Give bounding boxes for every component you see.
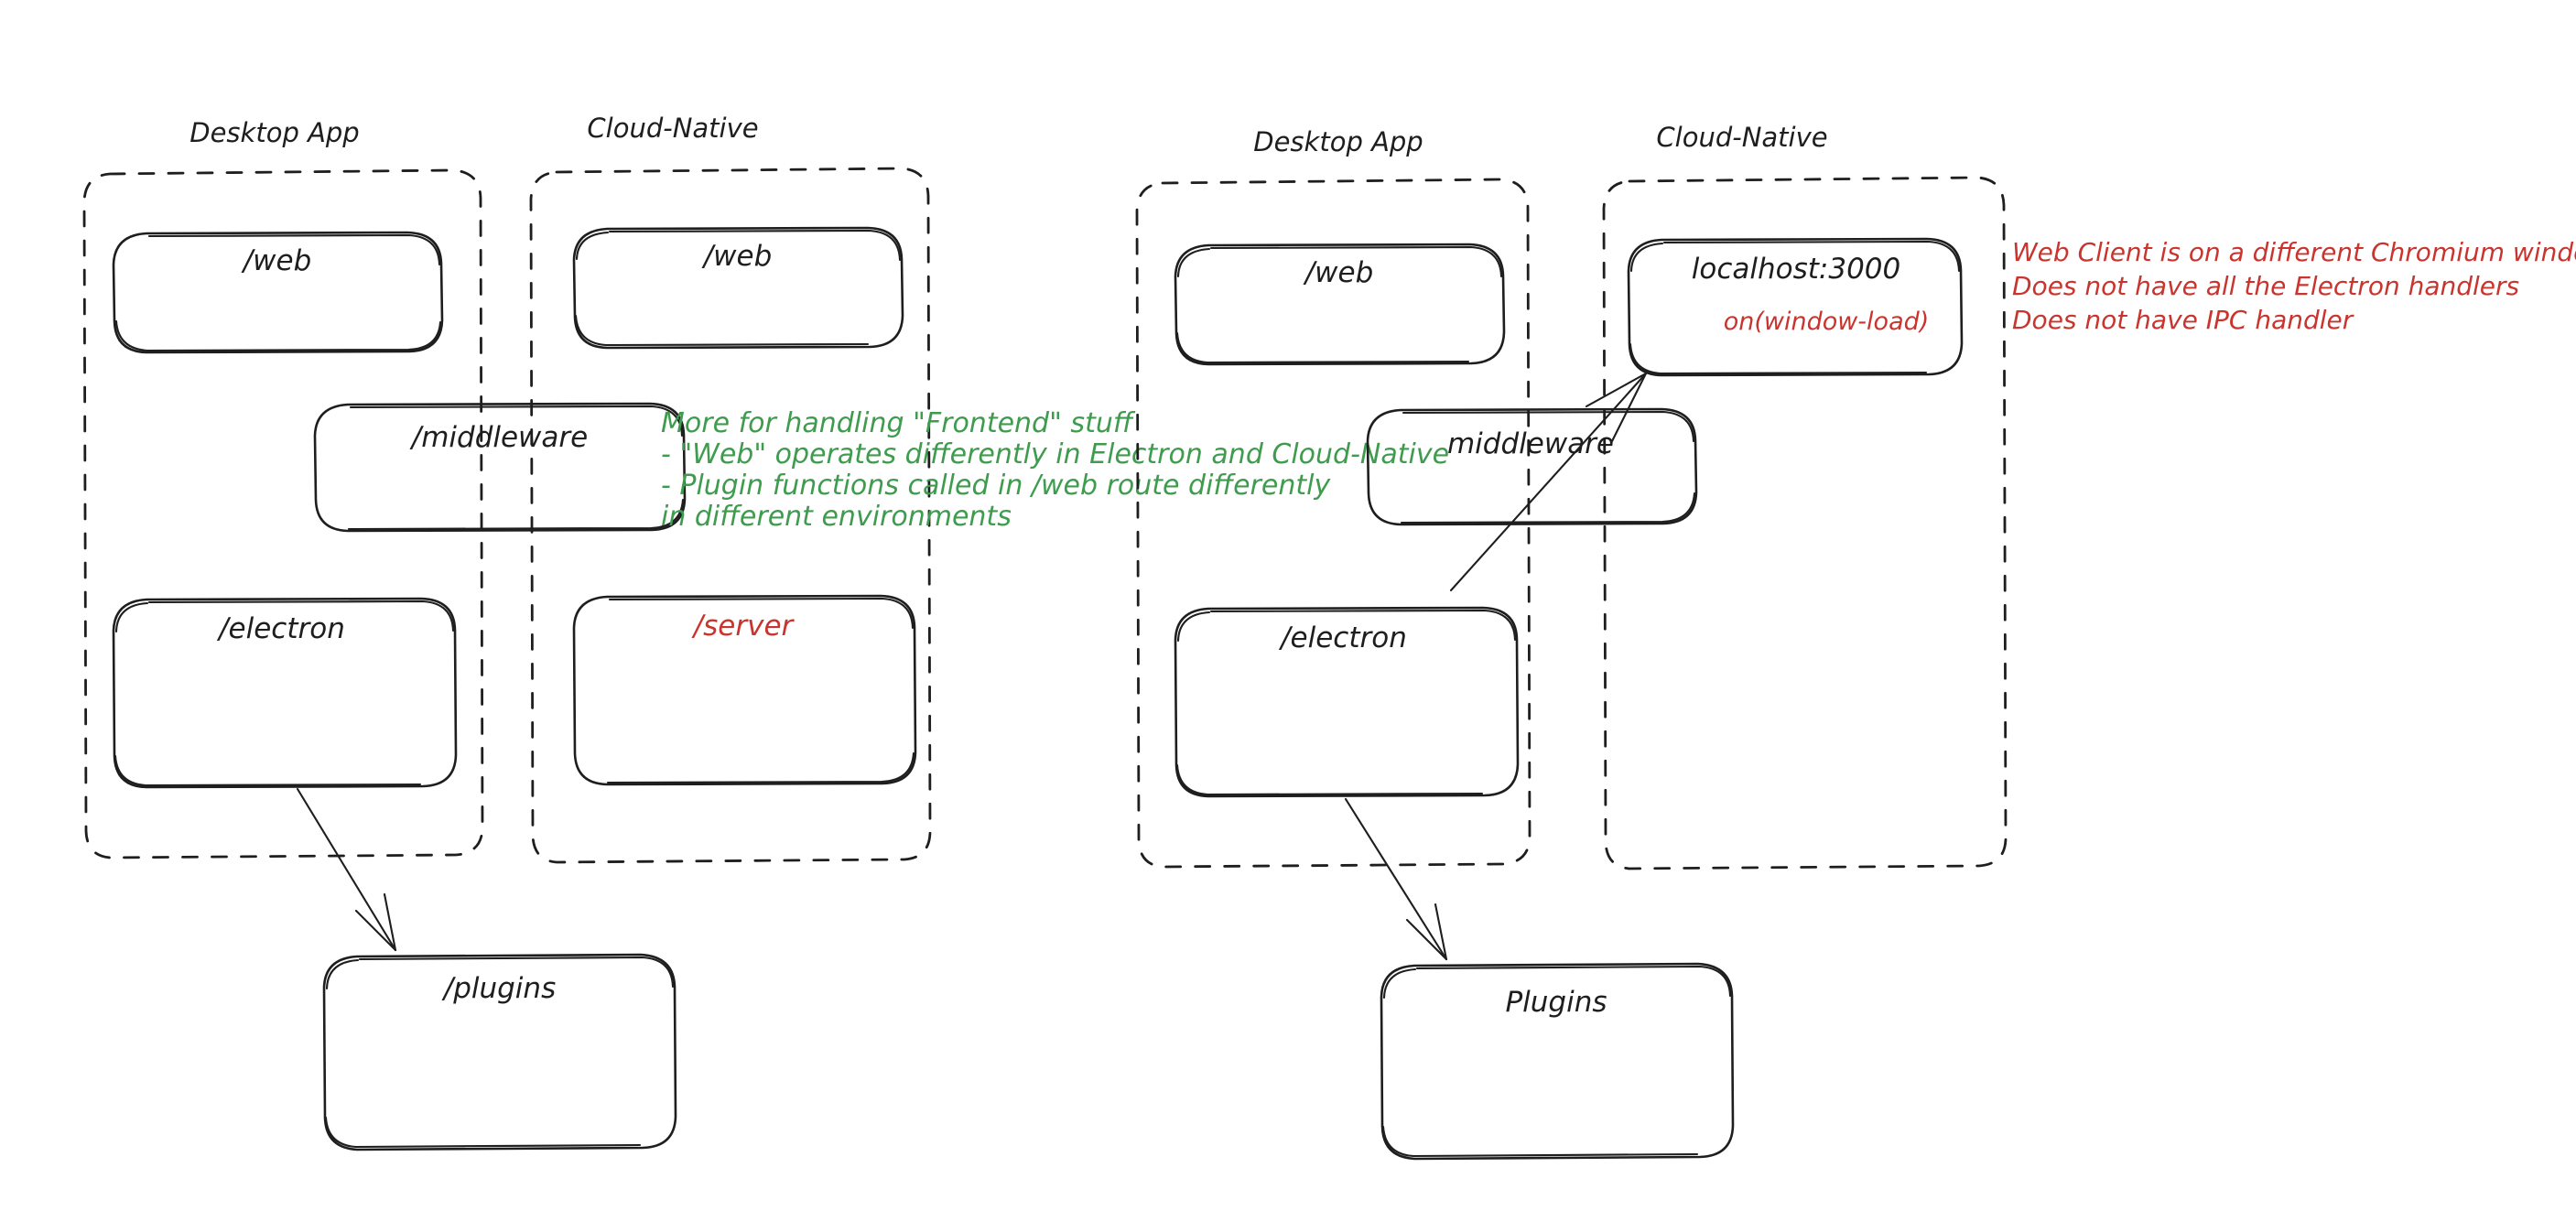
green-note-line-2: - "Web" operates differently in Electron…: [661, 438, 1449, 470]
node-left-cloud-web[interactable]: /web: [572, 226, 904, 350]
node-label-right-middleware: middleware: [1447, 427, 1614, 460]
right-group-frame-desktop-app: [1135, 178, 1532, 869]
node-label-left-plugins: /plugins: [441, 972, 556, 1005]
edge-right-electron-to-localhost: [1449, 372, 1648, 592]
red-note-line-3: Does not have IPC handler: [2012, 305, 2354, 335]
green-note-line-1: More for handling "Frontend" stuff: [661, 407, 1136, 439]
node-left-server[interactable]: /server: [572, 594, 917, 786]
edge-left-electron-to-plugins: [296, 787, 397, 952]
edge-right-electron-to-plugins: [1344, 797, 1448, 961]
node-label-left-server: /server: [691, 610, 796, 643]
node-left-electron[interactable]: /electron: [112, 597, 458, 789]
left-group-label-cloud-native: Cloud-Native: [587, 113, 758, 144]
node-right-middleware[interactable]: middleware: [1366, 407, 1698, 526]
left-group-frame-cloud-native: [529, 167, 932, 864]
node-sublabel-right-localhost-on-window-load: on(window-load): [1724, 308, 1930, 336]
left-group-label-desktop-app: Desktop App: [189, 117, 359, 148]
node-right-electron[interactable]: /electron: [1174, 606, 1520, 798]
node-label-right-plugins: Plugins: [1505, 986, 1607, 1019]
right-group-label-cloud-native: Cloud-Native: [1656, 122, 1827, 153]
annotation-red-note: Web Client is on a different Chromium wi…: [2012, 237, 2576, 335]
right-group-frame-cloud-native: [1602, 176, 2008, 870]
green-note-line-3: - Plugin functions called in /web route …: [661, 470, 1331, 502]
node-right-plugins[interactable]: Plugins: [1380, 962, 1735, 1161]
right-group-label-desktop-app: Desktop App: [1253, 126, 1423, 157]
node-label-left-middleware: /middleware: [409, 421, 588, 454]
node-left-middleware[interactable]: /middleware: [313, 402, 687, 533]
node-label-right-web: /web: [1303, 256, 1374, 289]
annotation-green-note: More for handling "Frontend" stuff - "We…: [661, 407, 1449, 533]
node-right-localhost[interactable]: localhost:3000 on(window-load): [1627, 237, 1964, 377]
node-right-web[interactable]: /web: [1174, 243, 1506, 366]
node-label-left-cloud-web: /web: [701, 240, 773, 273]
left-group-frame-desktop-app: [82, 168, 484, 859]
node-label-left-desktop-web: /web: [241, 244, 312, 277]
node-left-plugins[interactable]: /plugins: [322, 953, 677, 1151]
node-left-desktop-web[interactable]: /web: [112, 231, 444, 354]
red-note-line-1: Web Client is on a different Chromium wi…: [2012, 237, 2576, 267]
green-note-line-4: in different environments: [661, 501, 1012, 533]
red-note-line-2: Does not have all the Electron handlers: [2012, 271, 2519, 301]
node-label-right-localhost: localhost:3000: [1692, 253, 1901, 286]
node-label-left-electron: /electron: [216, 612, 345, 645]
node-label-right-electron: /electron: [1278, 621, 1407, 654]
